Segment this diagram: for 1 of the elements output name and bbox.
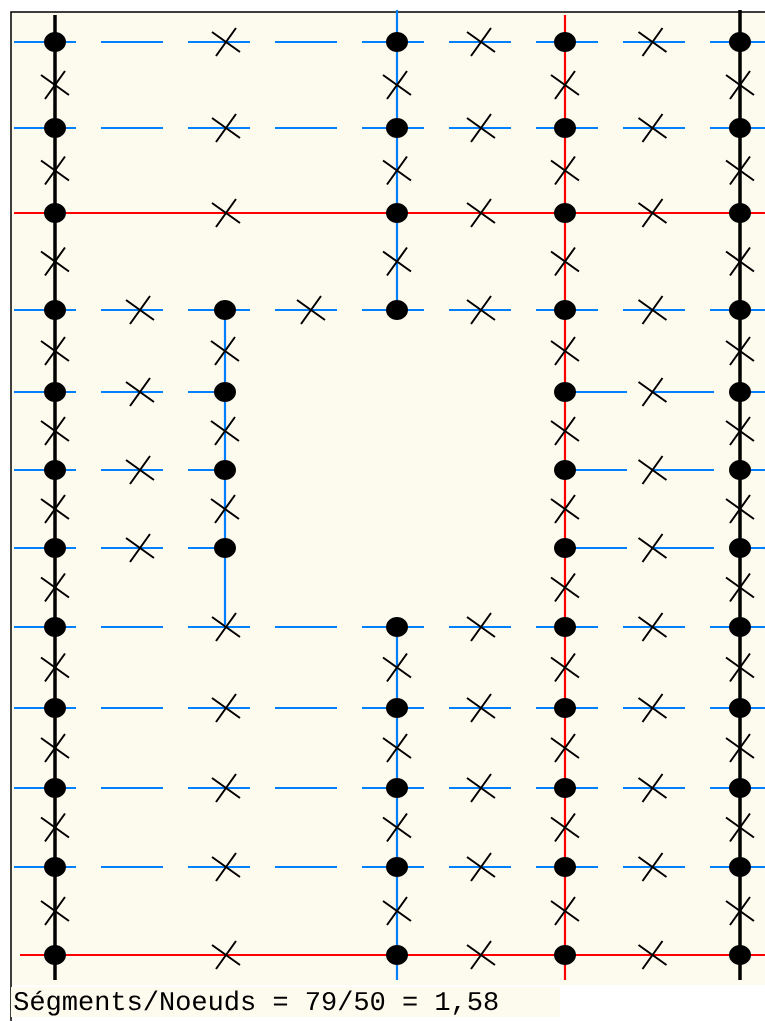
caption-text: Ségments/Noeuds = 79/50 = 1,58	[14, 990, 498, 1016]
